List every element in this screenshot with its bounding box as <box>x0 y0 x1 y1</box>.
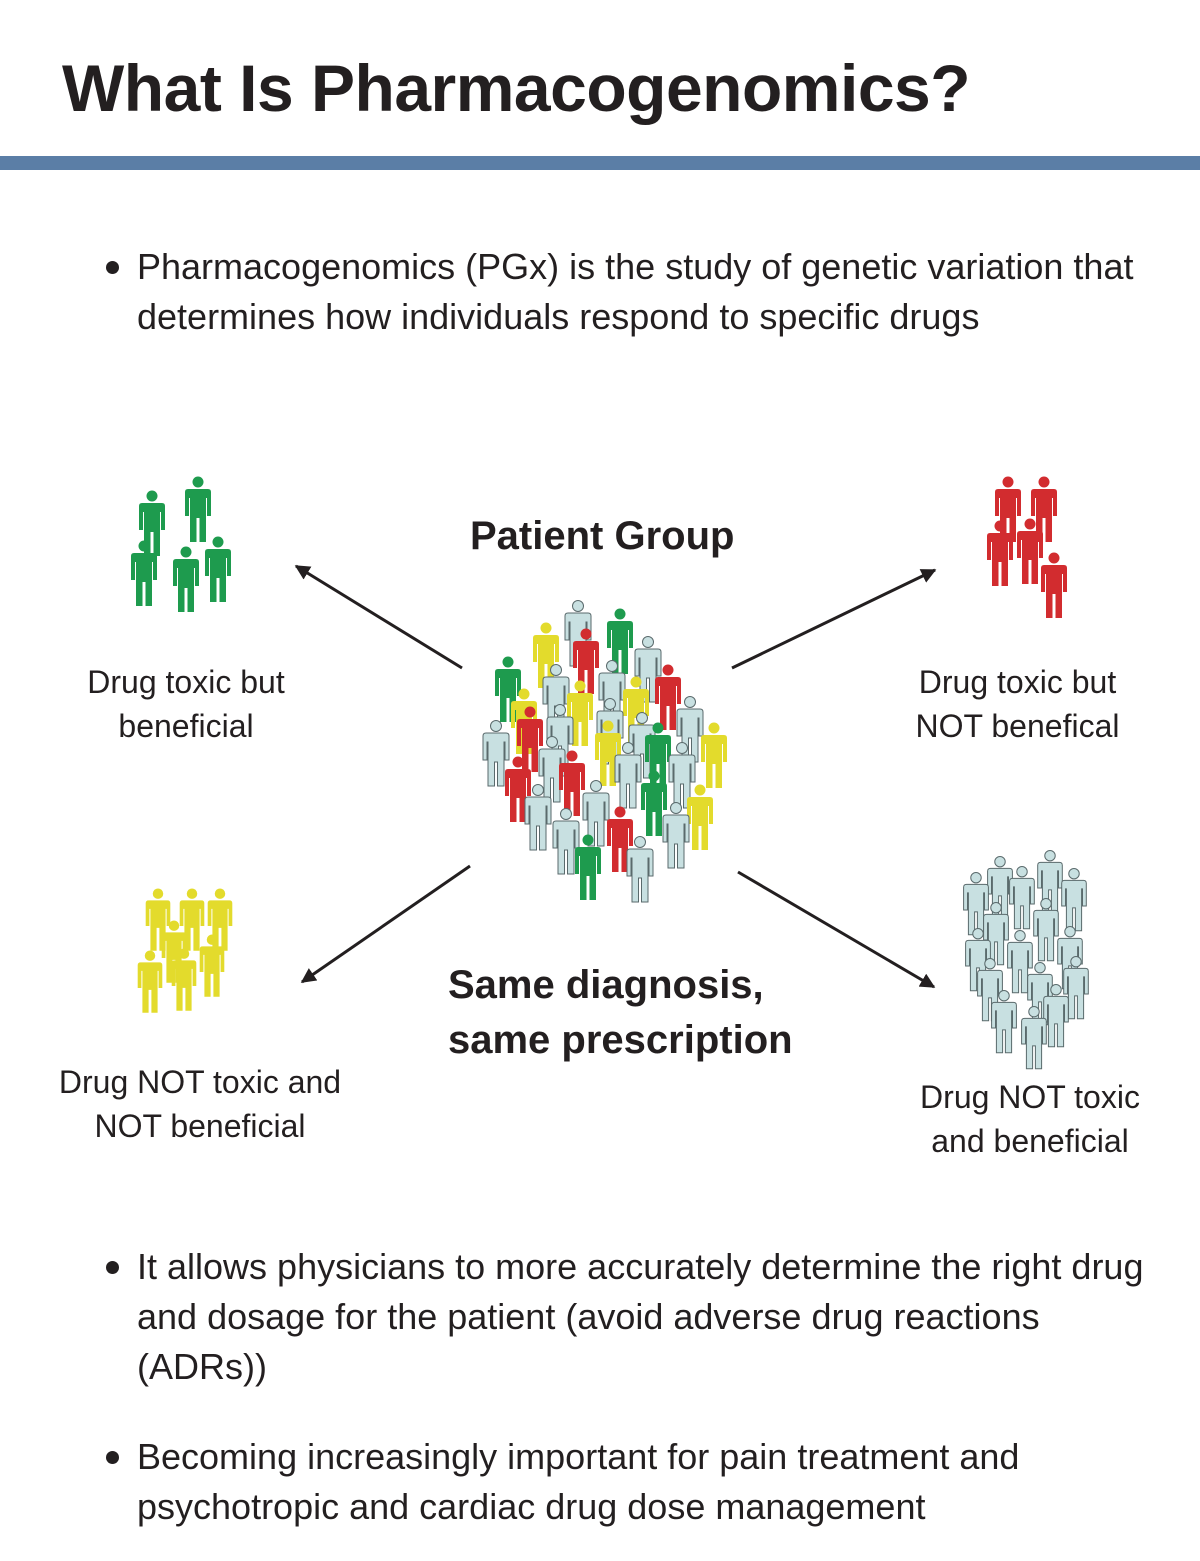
person-light-blue-icon <box>1061 867 1087 932</box>
same-diagnosis-heading: Same diagnosis, same prescription <box>448 958 868 1068</box>
person-light-blue-icon <box>538 736 566 803</box>
person-light-blue-icon <box>668 742 696 809</box>
person-light-blue-icon <box>1021 1005 1047 1070</box>
bullet-text: Pharmacogenomics (PGx) is the study of g… <box>137 246 1134 337</box>
person-light-blue-icon <box>552 808 580 875</box>
group-label-not-toxic-not-beneficial: Drug NOT toxic and NOT beneficial <box>40 1060 360 1148</box>
person-light-blue-icon <box>1063 955 1089 1020</box>
person-yellow-icon <box>171 948 197 1011</box>
group-label-toxic-beneficial: Drug toxic but beneficial <box>56 660 316 748</box>
person-yellow-icon <box>687 784 713 850</box>
person-red-icon <box>995 476 1021 542</box>
person-red-icon <box>1031 476 1057 542</box>
heading-line: same prescription <box>448 1018 793 1062</box>
label-line: beneficial <box>118 708 254 744</box>
person-light-blue-icon <box>626 836 654 903</box>
label-line: NOT beneficial <box>94 1108 306 1144</box>
person-light-blue-icon <box>634 636 662 703</box>
person-light-blue-icon <box>524 784 552 851</box>
person-light-blue-icon <box>991 989 1017 1054</box>
bullet-importance: Becoming increasingly important for pain… <box>106 1432 1166 1532</box>
person-red-icon <box>1017 518 1043 584</box>
label-line: Drug toxic but <box>918 664 1117 700</box>
person-light-blue-icon <box>1033 897 1059 962</box>
label-line: and beneficial <box>931 1123 1129 1159</box>
group-label-toxic-not-beneficial: Drug toxic but NOT benefical <box>895 660 1140 748</box>
person-green-icon <box>185 476 211 542</box>
patient-group-heading: Patient Group <box>470 514 735 558</box>
person-red-icon <box>559 750 585 816</box>
person-light-blue-icon <box>1043 983 1069 1048</box>
person-light-blue-icon <box>482 720 510 787</box>
label-line: Drug NOT toxic and <box>58 1064 342 1100</box>
person-red-icon <box>655 664 681 730</box>
person-green-icon <box>173 546 199 612</box>
bullet-dot-icon <box>106 261 119 274</box>
arrow-up-right-icon <box>731 568 937 670</box>
person-red-icon <box>987 520 1013 586</box>
arrow-up-left-icon <box>294 564 463 670</box>
person-green-icon <box>575 834 601 900</box>
person-red-icon <box>1041 552 1067 618</box>
person-light-blue-icon <box>662 802 690 869</box>
person-light-blue-icon <box>614 742 642 809</box>
heading-line: Same diagnosis, <box>448 963 764 1007</box>
person-light-blue-icon <box>1007 929 1033 994</box>
bullet-definition: Pharmacogenomics (PGx) is the study of g… <box>106 242 1166 342</box>
person-green-icon <box>641 770 667 836</box>
arrow-down-left-icon <box>300 864 471 984</box>
label-line: Drug toxic but <box>87 664 285 700</box>
person-yellow-icon <box>701 722 727 788</box>
person-yellow-icon <box>199 934 225 997</box>
page-title: What Is Pharmacogenomics? <box>62 51 971 125</box>
bullet-text: It allows physicians to more accurately … <box>137 1246 1144 1387</box>
person-green-icon <box>205 536 231 602</box>
arrow-down-right-icon <box>737 870 936 989</box>
label-line: NOT benefical <box>915 708 1120 744</box>
title-divider <box>0 156 1200 170</box>
label-line: Drug NOT toxic <box>920 1079 1140 1115</box>
bullet-physicians: It allows physicians to more accurately … <box>106 1242 1166 1392</box>
person-light-blue-icon <box>1009 865 1035 930</box>
person-yellow-icon <box>137 950 163 1013</box>
bullet-text: Becoming increasingly important for pain… <box>137 1436 1020 1527</box>
person-light-blue-icon <box>582 780 610 847</box>
bullet-dot-icon <box>106 1261 119 1274</box>
person-red-icon <box>517 706 543 772</box>
bullet-dot-icon <box>106 1451 119 1464</box>
group-label-not-toxic-beneficial: Drug NOT toxic and beneficial <box>900 1075 1160 1163</box>
person-green-icon <box>131 540 157 606</box>
